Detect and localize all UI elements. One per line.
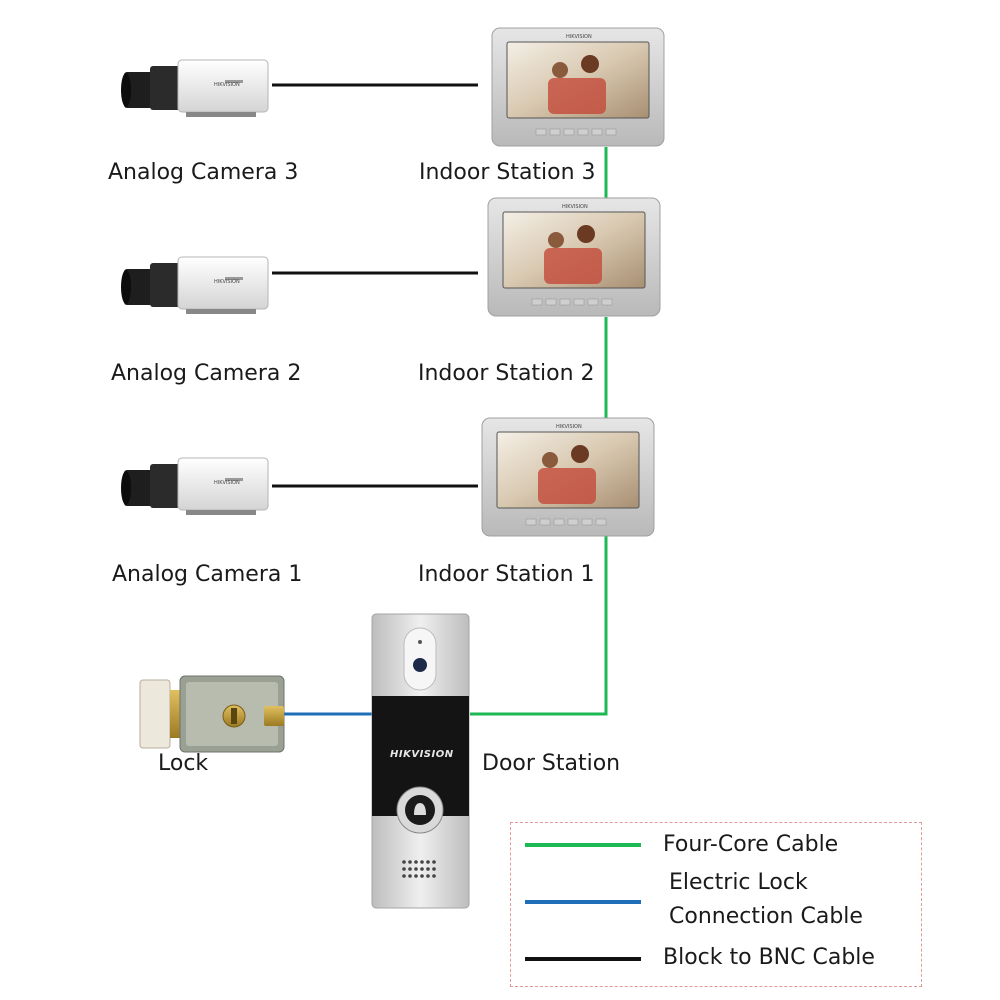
legend-label-electric-lock-2: Connection Cable: [669, 904, 863, 929]
label-door-station: Door Station: [482, 751, 621, 776]
legend-label-four-core: Four-Core Cable: [663, 832, 839, 857]
legend-item-bnc: Block to BNC Cable: [511, 941, 921, 975]
label-analog-camera-1: Analog Camera 1: [112, 562, 303, 587]
legend-label-electric-lock-1: Electric Lock: [669, 870, 808, 895]
indoor-station-2-icon: [487, 197, 661, 317]
indoor-station-1-icon: [481, 417, 655, 537]
legend: Four-Core Cable Electric Lock Connection…: [510, 822, 922, 987]
label-analog-camera-2: Analog Camera 2: [111, 361, 302, 386]
label-analog-camera-3: Analog Camera 3: [108, 160, 299, 185]
indoor-2-brand: HIKVISION: [562, 204, 588, 210]
legend-swatch-electric-lock: [525, 900, 641, 904]
camera-1-brand: HIKVISION: [214, 480, 240, 486]
camera-2-brand: HIKVISION: [214, 279, 240, 285]
legend-label-bnc: Block to BNC Cable: [663, 945, 875, 970]
indoor-3-brand: HIKVISION: [566, 34, 592, 40]
door-station-icon: [371, 613, 470, 909]
legend-item-four-core: Four-Core Cable: [511, 828, 921, 862]
label-indoor-station-3: Indoor Station 3: [419, 160, 596, 185]
door-station-brand: HIKVISION: [390, 749, 454, 760]
indoor-station-3-icon: [491, 27, 665, 147]
camera-3-brand: HIKVISION: [214, 82, 240, 88]
legend-swatch-bnc: [525, 957, 641, 961]
legend-item-electric-lock: Electric Lock Connection Cable: [511, 866, 921, 934]
four-core-cable: [470, 147, 608, 716]
legend-swatch-four-core: [525, 843, 641, 847]
analog-camera-3-icon: [121, 59, 269, 117]
lock-icon: [139, 675, 285, 753]
analog-camera-1-icon: [121, 457, 269, 515]
indoor-1-brand: HIKVISION: [556, 424, 582, 430]
label-indoor-station-1: Indoor Station 1: [418, 562, 595, 587]
label-indoor-station-2: Indoor Station 2: [418, 361, 595, 386]
analog-camera-2-icon: [121, 256, 269, 314]
label-lock: Lock: [158, 751, 209, 776]
